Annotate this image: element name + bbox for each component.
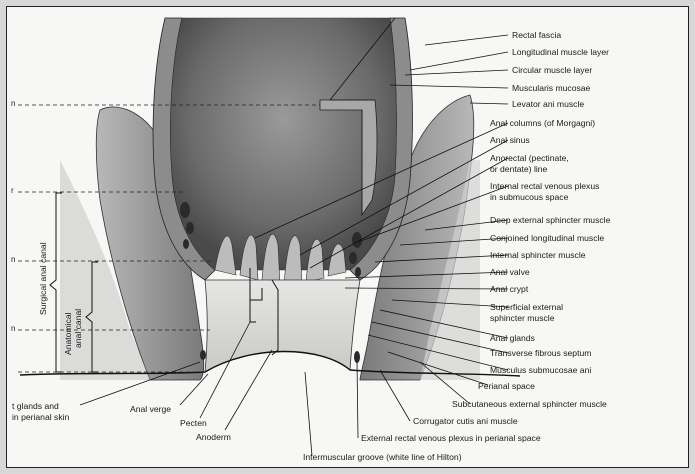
label-superficial-external-1: Superficial external bbox=[490, 302, 563, 312]
label-anal-crypt: Anal crypt bbox=[490, 284, 528, 294]
label-circular-muscle: Circular muscle layer bbox=[512, 65, 592, 75]
label-anoderm: Anoderm bbox=[196, 432, 231, 442]
label-glands-line2: in perianal skin bbox=[12, 412, 69, 422]
label-superficial-external-2: sphincter muscle bbox=[490, 313, 554, 323]
label-perianal-space: Perianal space bbox=[478, 381, 535, 391]
label-muscularis-mucosae: Muscularis mucosae bbox=[512, 83, 590, 93]
label-anal-sinus: Anal sinus bbox=[490, 135, 530, 145]
label-internal-venous-2: in submucous space bbox=[490, 192, 568, 202]
label-levator-ani: Levator ani muscle bbox=[512, 99, 584, 109]
label-anal-valve: Anal valve bbox=[490, 267, 530, 277]
label-internal-venous-1: Internal rectal venous plexus bbox=[490, 181, 599, 191]
label-corrugator-cutis: Corrugator cutis ani muscle bbox=[413, 416, 518, 426]
label-pecten: Pecten bbox=[180, 418, 207, 428]
label-glands-line1: t glands and bbox=[12, 401, 59, 411]
anatomical-canal-label-2: anal canal bbox=[73, 309, 83, 348]
label-anorectal-line-1: Anorectal (pectinate, bbox=[490, 153, 569, 163]
label-transverse-septum: Transverse fibrous septum bbox=[490, 348, 591, 358]
edge-marker: n bbox=[11, 99, 15, 108]
label-longitudinal-muscle: Longitudinal muscle layer bbox=[512, 47, 609, 57]
label-deep-external-sphincter: Deep external sphincter muscle bbox=[490, 215, 610, 225]
label-anorectal-line-2: or dentate) line bbox=[490, 164, 547, 174]
edge-marker: r bbox=[11, 186, 14, 195]
edge-marker: n bbox=[11, 324, 15, 333]
label-internal-sphincter: Internal sphincter muscle bbox=[490, 250, 586, 260]
label-anal-verge: Anal verge bbox=[130, 404, 171, 414]
label-musculus-submucosae: Musculus submucosae ani bbox=[490, 365, 591, 375]
label-subcutaneous-sphincter: Subcutaneous external sphincter muscle bbox=[452, 399, 607, 409]
label-rectal-fascia: Rectal fascia bbox=[512, 30, 561, 40]
label-anal-glands: Anal glands bbox=[490, 333, 535, 343]
edge-marker: n bbox=[11, 255, 15, 264]
label-external-venous-plexus: External rectal venous plexus in periana… bbox=[361, 433, 541, 443]
label-conjoined-longitudinal: Conjoined longitudinal muscle bbox=[490, 233, 604, 243]
label-anal-columns: Anal columns (of Morgagni) bbox=[490, 118, 595, 128]
label-intermuscular-groove: Intermuscular groove (white line of Hilt… bbox=[303, 452, 462, 462]
surgical-canal-label: Surgical anal canal bbox=[38, 242, 48, 315]
anatomical-canal-label-1: Anatomical bbox=[63, 312, 73, 355]
anal-canal-surface bbox=[205, 280, 360, 372]
